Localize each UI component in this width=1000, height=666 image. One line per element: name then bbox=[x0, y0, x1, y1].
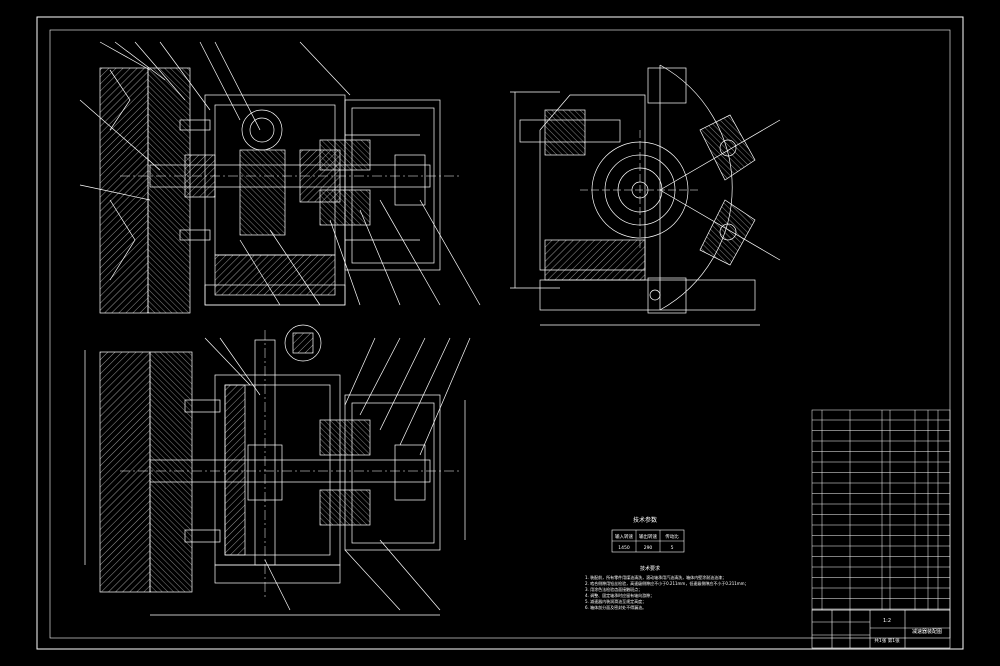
tech-line-6: 6. 箱体剖分面及密封处不得漏油。 bbox=[585, 604, 646, 610]
title-block: 减速器装配图 1:2 共1张 第1张 bbox=[811, 609, 951, 649]
plan-section-view bbox=[84, 324, 471, 616]
side-view bbox=[510, 64, 781, 326]
spec-header-output-speed: 输出转速 bbox=[639, 533, 657, 540]
title-block-scale: 1:2 bbox=[883, 618, 891, 624]
spec-table-title: 技术参数 bbox=[633, 516, 657, 524]
spec-value-input-speed: 1450 bbox=[618, 545, 630, 551]
tech-requirements-title: 技术要求 bbox=[640, 565, 660, 572]
spec-header-input-speed: 输入转速 bbox=[615, 533, 633, 540]
inner-border bbox=[49, 29, 951, 639]
tech-requirements: 技术要求 1. 装配前，所有零件用煤油清洗，滚动轴承用汽油清洗，箱体内壁涂耐油油… bbox=[585, 565, 749, 610]
tech-line-2: 2. 啮合侧隙用铅丝检验，高速级侧隙应不小于0.211mm，低速级侧隙应不小于0… bbox=[585, 580, 749, 586]
tech-line-1: 1. 装配前，所有零件用煤油清洗，滚动轴承用汽油清洗，箱体内壁涂耐油油漆； bbox=[585, 574, 726, 580]
tech-line-5: 5. 减速器内装润滑油至规定高度； bbox=[585, 598, 646, 604]
outer-border bbox=[36, 16, 964, 650]
tech-line-3: 3. 用涂色法检验齿面接触斑点； bbox=[585, 586, 642, 592]
title-block-sheet: 共1张 第1张 bbox=[874, 637, 900, 644]
tech-line-4: 4. 调整、固定轴承时应留有轴向游隙； bbox=[585, 592, 654, 598]
parts-list bbox=[811, 409, 951, 611]
spec-value-ratio: 5 bbox=[671, 545, 674, 551]
front-section-view bbox=[79, 41, 481, 314]
spec-value-output-speed: 290 bbox=[644, 545, 653, 551]
title-block-drawing-name: 减速器装配图 bbox=[912, 628, 942, 635]
spec-table: 技术参数 输入转速 输出转速 传动比 1450 290 5 bbox=[611, 516, 685, 553]
spec-header-ratio: 传动比 bbox=[665, 533, 679, 540]
